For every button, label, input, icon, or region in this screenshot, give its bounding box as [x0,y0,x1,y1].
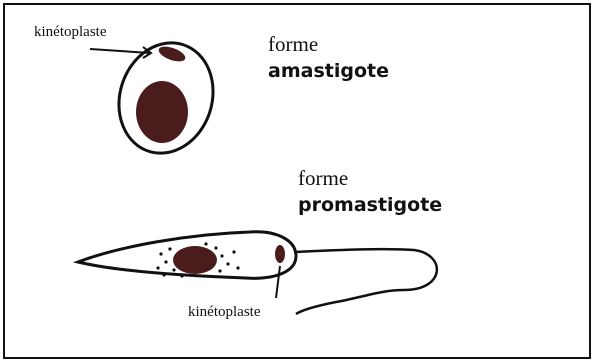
amastigote-caption-line1: forme [268,32,318,56]
amastigote-caption-line2: amastigote [268,60,389,82]
promastigote-kinetoplast [275,245,285,263]
promastigote-caption-line1: forme [298,166,348,190]
kinetoplast-pointer-bottom [276,266,280,298]
kinetoplast-label-bottom: kinétoplaste [188,304,261,320]
promastigote-caption-line2: promastigote [298,194,442,216]
promastigote-flagellum [294,249,437,314]
promastigote-nucleus [173,246,217,274]
amastigote-kinetoplast [157,44,187,65]
promastigote-cell [78,232,437,314]
figure-frame [4,4,590,358]
kinetoplast-label-top: kinétoplaste [34,24,107,40]
kinetoplast-pointer-top [90,49,150,53]
amastigote-nucleus [136,81,188,143]
